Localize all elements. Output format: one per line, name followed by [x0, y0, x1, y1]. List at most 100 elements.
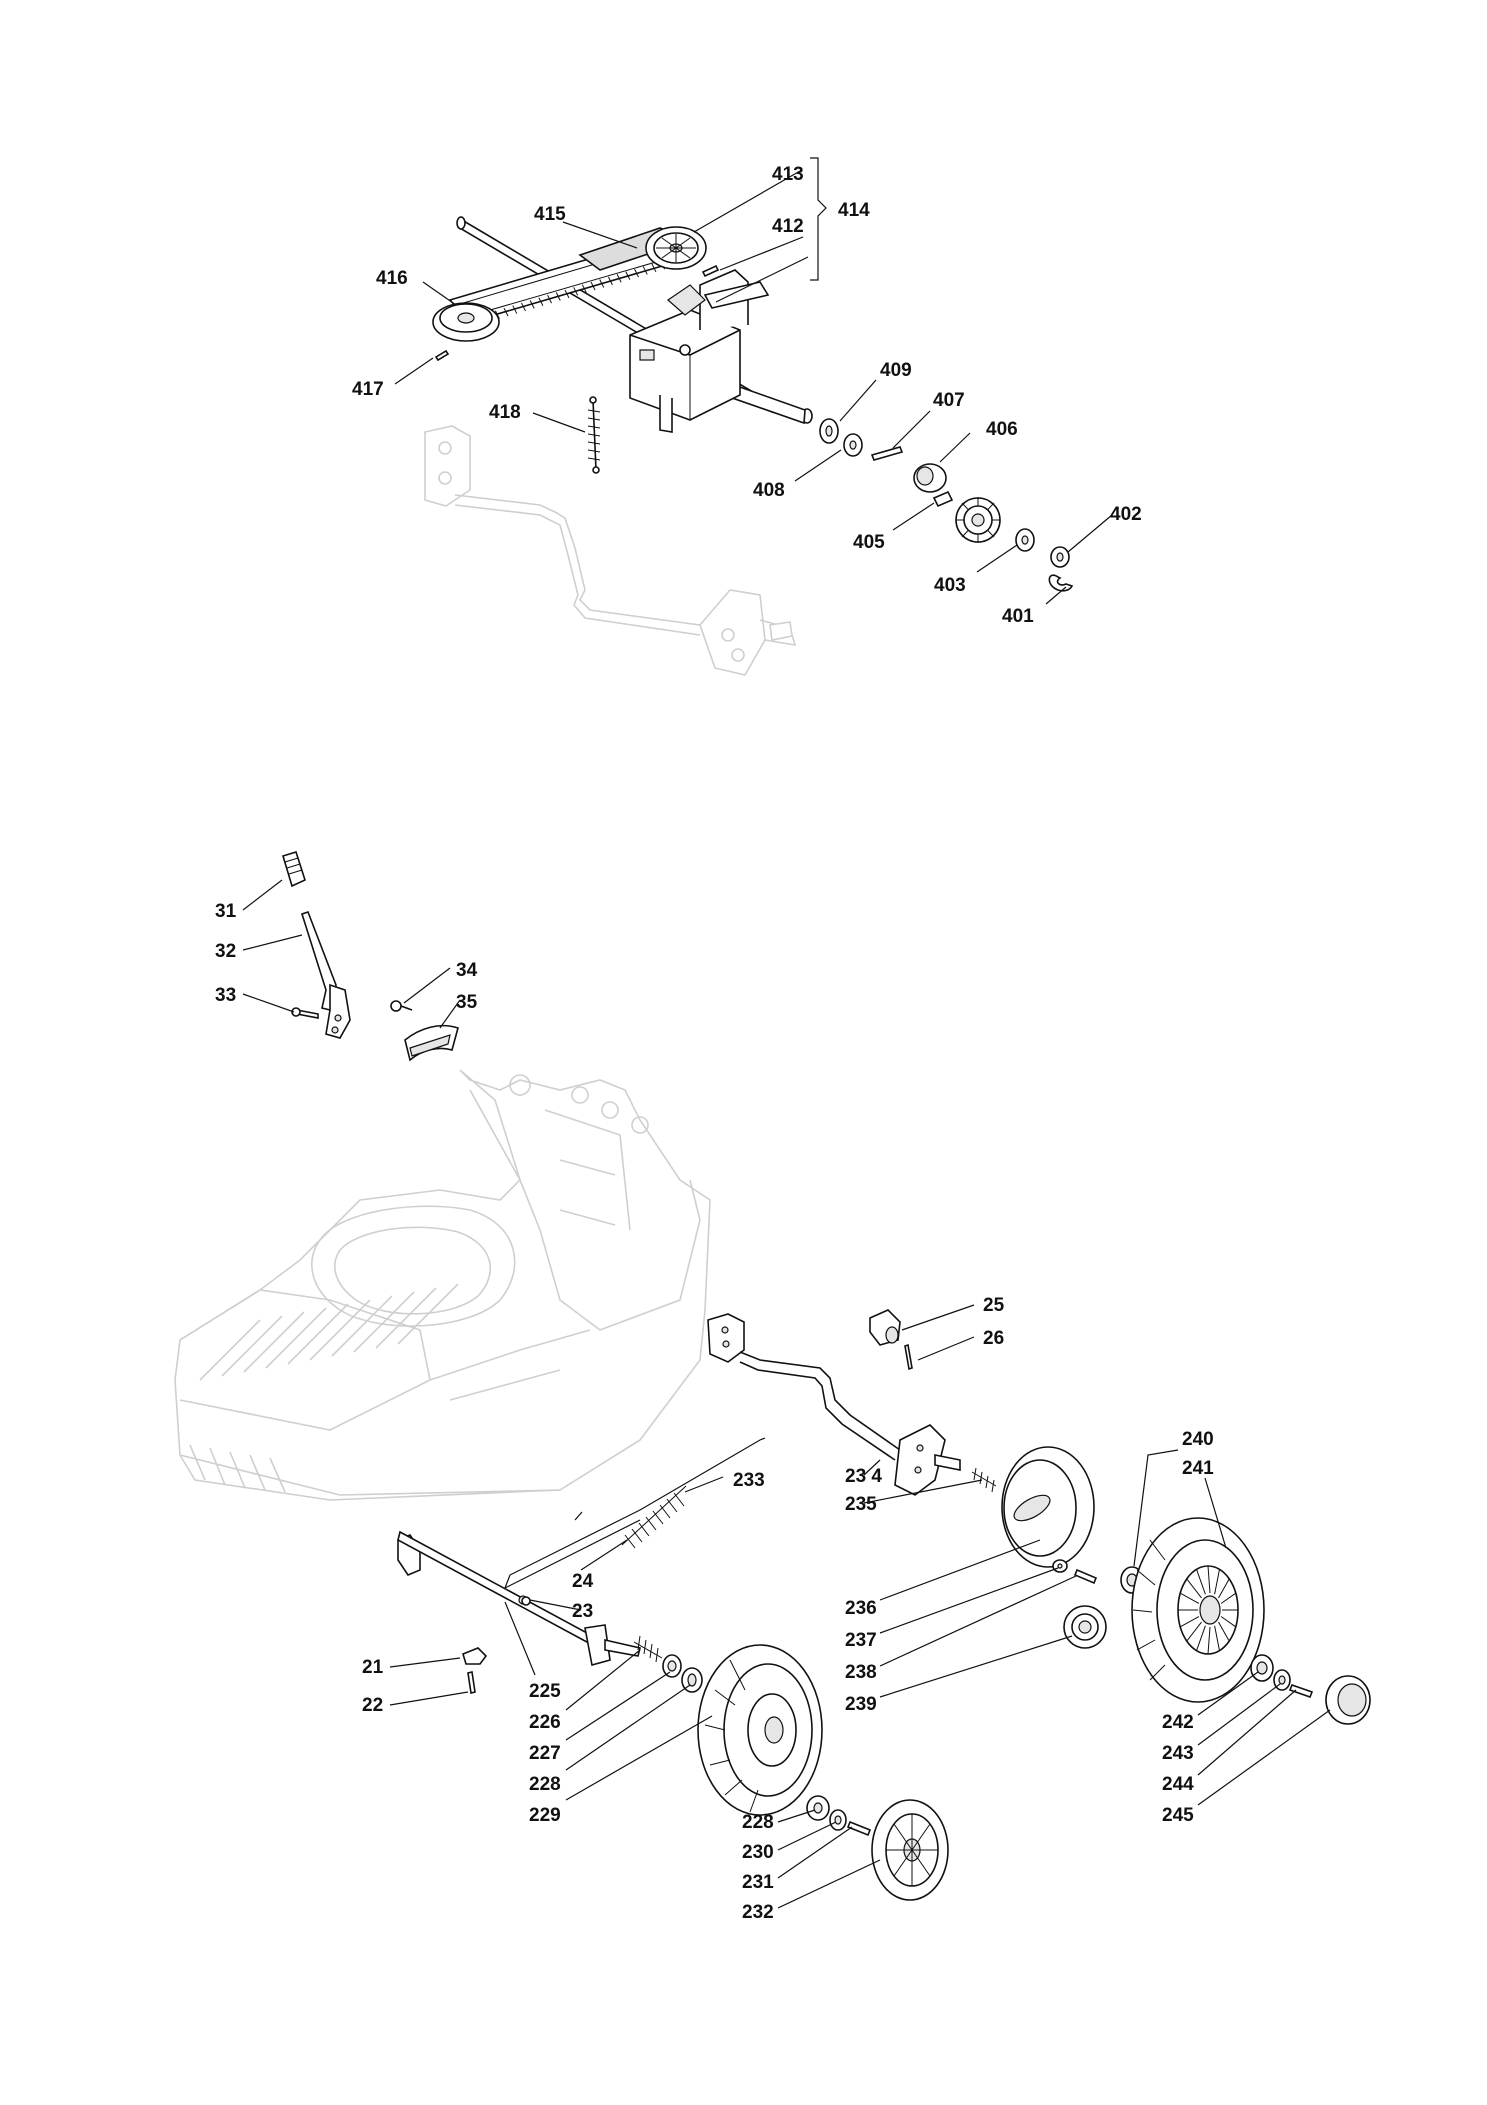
deck-rib [265, 1307, 327, 1369]
belt-tooth [538, 297, 544, 306]
callout-238: 238 [845, 1662, 877, 1683]
mower-deck-ghost [174, 1069, 711, 1501]
belt-tooth [529, 300, 535, 309]
callout-239: 239 [845, 1694, 877, 1715]
callout-240: 240 [1182, 1429, 1214, 1450]
callout-413: 413 [772, 164, 804, 185]
washer-237 [1052, 1559, 1068, 1573]
screw-26 [904, 1343, 913, 1371]
washer-409 [819, 418, 839, 444]
callout-31: 31 [215, 901, 237, 922]
pin-407 [870, 446, 904, 461]
cap-245 [1325, 1675, 1371, 1725]
belt-tooth [547, 294, 553, 304]
gear-239 [1063, 1605, 1107, 1649]
bearing-242 [1250, 1654, 1274, 1682]
wheel-spoke [1220, 1616, 1237, 1628]
leader-lines-bottom [242, 879, 1331, 1909]
bearing-228-front [681, 1667, 703, 1693]
callout-418: 418 [489, 402, 521, 423]
bracket-414 [810, 157, 827, 281]
large-pulley [645, 226, 707, 270]
callout-409: 409 [880, 360, 912, 381]
rear-axle-frame-ghost [424, 425, 797, 676]
wheel-spoke [1218, 1621, 1230, 1642]
screw-22 [467, 1671, 476, 1694]
callout-401: 401 [1002, 606, 1034, 627]
deck-rib [397, 1283, 459, 1345]
wheel-spoke [1220, 1592, 1237, 1604]
callout-242: 242 [1162, 1712, 1194, 1733]
callout-227: 227 [529, 1743, 561, 1764]
callout-415: 415 [534, 204, 566, 225]
belt-tooth [625, 271, 631, 280]
callout-25: 25 [983, 1295, 1005, 1316]
deck-rib [287, 1303, 349, 1365]
bolt-238 [1073, 1568, 1098, 1585]
hubcap-236 [1001, 1446, 1095, 1568]
lift-rod-233 [504, 1437, 766, 1589]
belt-tooth [555, 292, 561, 301]
callout-414: 414 [838, 200, 870, 221]
callout-235: 235 [845, 1494, 877, 1515]
small-pulley [432, 302, 500, 342]
callout-22: 22 [362, 1695, 383, 1716]
gear-404 [955, 497, 1001, 543]
belt-tooth [503, 307, 509, 317]
callout-241: 241 [1182, 1458, 1214, 1479]
belt-tooth [599, 279, 605, 288]
callout-35: 35 [456, 992, 478, 1013]
wheel-spoke [1214, 1625, 1220, 1651]
callout-225: 225 [529, 1681, 561, 1702]
wheel-spoke [1196, 1569, 1206, 1595]
wheel-spoke [1186, 1621, 1202, 1642]
callout-226: 226 [529, 1712, 561, 1733]
spring-418 [587, 396, 601, 474]
gearbox-body [629, 269, 770, 433]
wheel-spoke [1186, 1578, 1202, 1599]
washer-402 [1050, 546, 1070, 568]
callout-237: 237 [845, 1630, 877, 1651]
callout-408: 408 [753, 480, 785, 501]
clip-401 [1048, 574, 1074, 592]
callout-412: 412 [772, 216, 804, 237]
callout-231: 231 [742, 1872, 774, 1893]
callout-417: 417 [352, 379, 384, 400]
belt-tooth [573, 287, 579, 296]
spring-226 [633, 1635, 663, 1663]
callout-232: 232 [742, 1902, 774, 1923]
belt-tooth [607, 276, 613, 286]
pin-412 [701, 264, 720, 278]
washer-230 [829, 1809, 847, 1831]
belt-tooth [564, 289, 570, 299]
belt-tooth [616, 274, 622, 283]
spring-235 [971, 1467, 997, 1493]
rear-wheel-241 [1131, 1517, 1265, 1703]
deck-rib [331, 1295, 393, 1357]
transmission-assembly: 413 414 415 412 416 417 418 409 407 406 … [352, 157, 1142, 676]
belt-tooth [634, 268, 639, 278]
washer-403 [1015, 528, 1035, 552]
wheel-spoke [1196, 1625, 1206, 1651]
rear-axle-frame [707, 1313, 961, 1496]
pin-417 [434, 349, 450, 362]
bearing-228-hub [806, 1795, 830, 1821]
clip-25 [869, 1309, 901, 1346]
callout-402: 402 [1110, 504, 1142, 525]
callout-34: 34 [456, 960, 478, 981]
belt-tooth [651, 263, 657, 273]
front-wheel-229 [697, 1644, 823, 1816]
belt-tooth [521, 302, 526, 312]
callout-26: 26 [983, 1328, 1004, 1349]
callout-243: 243 [1162, 1743, 1194, 1764]
front-axle [397, 1530, 641, 1667]
belt-tooth [642, 266, 648, 275]
wheel-spoke [1214, 1569, 1220, 1595]
callout-228-front: 228 [529, 1774, 561, 1795]
deck-rib [353, 1291, 415, 1353]
deck-rib [309, 1299, 371, 1361]
callout-244: 244 [1162, 1774, 1194, 1795]
leader-lines-top [394, 170, 1113, 605]
callout-33: 33 [215, 985, 236, 1006]
